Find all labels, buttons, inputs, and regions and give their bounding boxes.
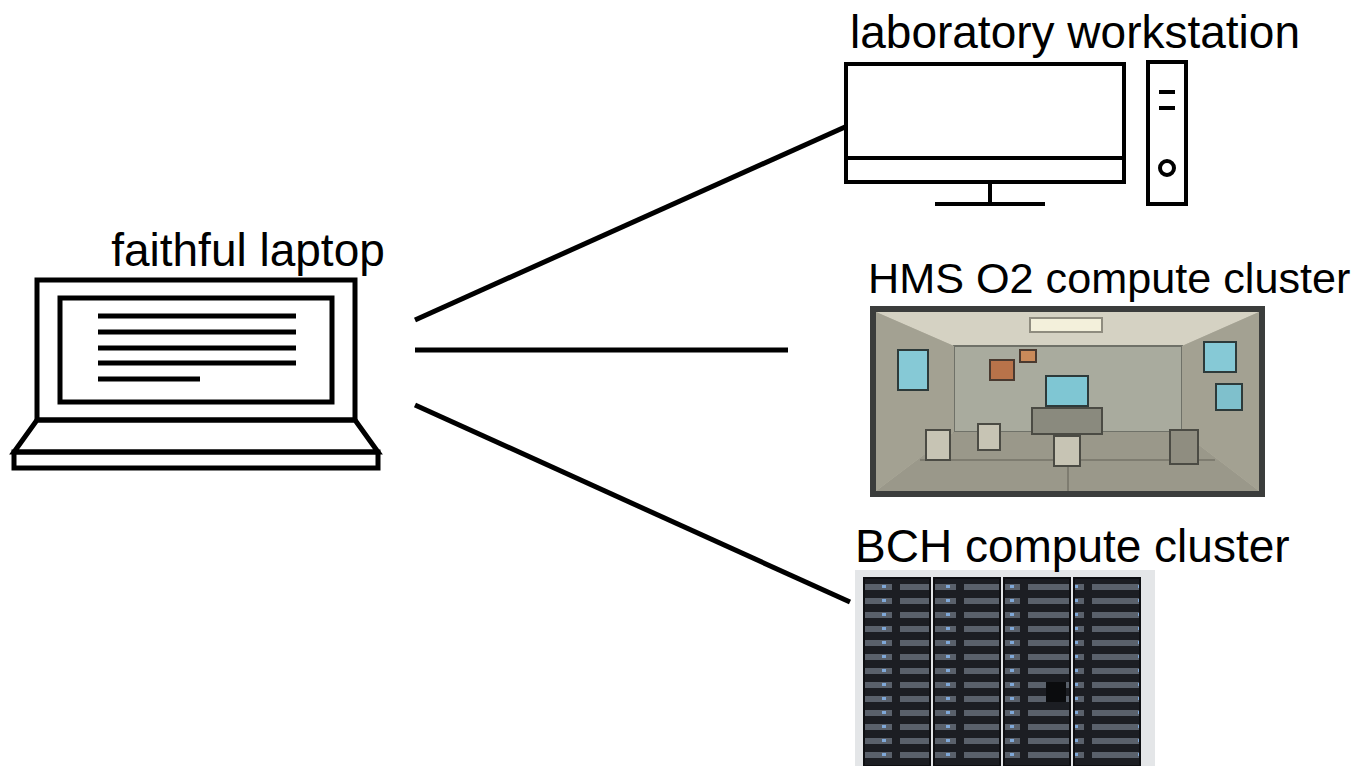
workstation-icon	[846, 62, 1186, 204]
connector-line	[415, 127, 845, 320]
control-room-picture	[870, 306, 1265, 497]
device-node: HMS O2 compute cluster	[788, 256, 1357, 501]
device-label: BCH compute cluster	[855, 522, 1290, 570]
device-node: BCH compute cluster	[850, 522, 1357, 766]
server-racks-picture	[855, 570, 1155, 766]
connector-line	[415, 405, 850, 602]
device-label: HMS O2 compute cluster	[868, 256, 1350, 301]
device-node: laboratory workstation	[845, 8, 1350, 208]
connector-line	[415, 348, 788, 353]
device-node: faithful laptop	[10, 226, 415, 476]
laptop-icon	[14, 280, 378, 468]
device-label: faithful laptop	[111, 226, 385, 274]
device-label: laboratory workstation	[850, 8, 1300, 56]
